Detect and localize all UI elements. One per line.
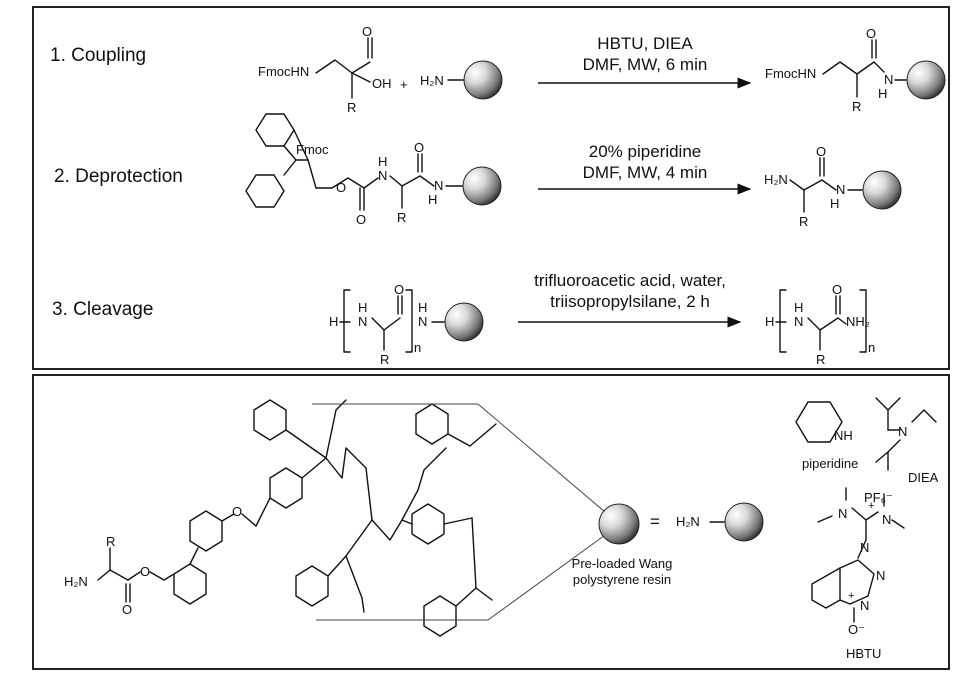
cleavage-product-repeat-n: n [868, 340, 876, 355]
coupling-product-fmochn: FmocHN [765, 66, 817, 81]
coupling-reagents-line1: HBTU, DIEA [597, 34, 693, 53]
resin-bead-large [598, 503, 640, 545]
cleavage-product [775, 289, 867, 353]
step-label-cleavage: 3. Cleavage [52, 299, 154, 320]
coupling-oh-label: OH [372, 76, 392, 91]
cleavage-reactant-r: R [380, 352, 390, 367]
cleavage-reactant-h: H [329, 314, 339, 329]
deprotection-reagents-line2: DMF, MW, 4 min [582, 163, 708, 182]
cleavage-reagents-line2: triisopropylsilane, 2 h [550, 292, 710, 311]
deprotection-product-o: O [816, 144, 827, 159]
step-label-deprotection: 2. Deprotection [54, 166, 183, 187]
hbtu-n-triazole-1: N [860, 540, 870, 555]
diea-name: DIEA [908, 470, 939, 485]
cleavage-product-r: R [816, 352, 826, 367]
hbtu-n-left: N [838, 506, 848, 521]
coupling-product-carbonyl-o: O [866, 26, 877, 41]
hbtu-n-right: N [882, 512, 892, 527]
cleavage-product-nh2: NH₂ [846, 314, 870, 329]
coupling-product-amide-h: H [878, 86, 888, 101]
wang-linker [97, 467, 303, 605]
coupling-reactant-amino-acid [315, 37, 373, 99]
diea-n-label: N [898, 424, 908, 439]
resin-equals-sign: = [650, 512, 660, 531]
coupling-h2n-label: H₂N [420, 73, 444, 88]
wang-linker-ester-o: O [140, 564, 151, 579]
deprotection-reactant-o: O [414, 140, 425, 155]
coupling-bead-reactant [447, 60, 503, 100]
coupling-product-r: R [852, 99, 862, 114]
resin-h2n-label: H₂N [676, 514, 700, 529]
wang-linker-carbonyl-o: O [122, 602, 133, 617]
deprotection-product-amide-h: H [830, 196, 840, 211]
coupling-plus-sign: + [400, 77, 408, 92]
coupling-product [822, 39, 946, 100]
wang-linker-h2n: H₂N [64, 574, 88, 589]
fmoc-carbamate-chain [315, 153, 502, 211]
resin-bead-equivalent [709, 502, 764, 542]
diea-structure [875, 397, 937, 471]
hbtu-n-triazole-2: N [876, 568, 886, 583]
deprotection-reactant-amide-n: N [434, 178, 444, 193]
hbtu-o-minus: O⁻ [848, 622, 865, 637]
coupling-fmochn-label: FmocHN [258, 64, 310, 79]
carbamate-n: N [378, 168, 388, 183]
fluorenyl-group [245, 113, 317, 208]
polystyrene-backbone [253, 399, 497, 637]
resin-caption-line1: Pre-loaded Wang [571, 556, 673, 571]
hbtu-pf6-label: PF₆⁻ [864, 490, 893, 505]
cleavage-reactant-o: O [394, 282, 405, 297]
deprotection-product-h2n: H₂N [764, 172, 788, 187]
cleavage-product-o: O [832, 282, 843, 297]
carbamate-carbonyl-o: O [356, 212, 367, 227]
hbtu-name: HBTU [846, 646, 882, 661]
cleavage-reagents-line1: trifluoroacetic acid, water, [534, 271, 726, 290]
step-label-coupling: 1. Coupling [50, 45, 147, 66]
cleavage-reactant-repeat-n: n [414, 340, 422, 355]
cleavage-product-nh-n: N [794, 314, 804, 329]
wang-linker-ether-o: O [232, 504, 243, 519]
coupling-carbonyl-o: O [362, 24, 373, 39]
resin-caption-line2: polystyrene resin [572, 572, 672, 587]
deprotection-product-amide-n: N [836, 182, 846, 197]
hbtu-n-triazole-3: N [860, 598, 870, 613]
hbtu-plus-charge: + [868, 500, 875, 512]
cleavage-reactant-nh-n: N [358, 314, 368, 329]
deprotection-reagents-line1: 20% piperidine [588, 142, 702, 161]
deprotection-product-r: R [799, 214, 809, 229]
deprotection-product [789, 157, 902, 213]
deprotection-reactant-amide-h: H [428, 192, 438, 207]
piperidine-nh-label: NH [834, 428, 853, 443]
cleavage-reactant-amide-n: N [418, 314, 428, 329]
deprotection-reactant-r: R [397, 210, 407, 225]
carbamate-o: O [336, 180, 347, 195]
cleavage-product-h: H [765, 314, 775, 329]
piperidine-structure [795, 401, 843, 443]
cleavage-reactant-nh-h: H [358, 300, 368, 315]
cleavage-reactant-amide-h: H [418, 300, 428, 315]
carbamate-h: H [378, 154, 388, 169]
wang-linker-r: R [106, 534, 116, 549]
piperidine-name: piperidine [802, 456, 859, 471]
cleavage-peptide-on-resin [339, 289, 484, 353]
coupling-product-amide-n: N [884, 72, 894, 87]
fmoc-label: Fmoc [296, 142, 329, 157]
coupling-side-chain-r: R [347, 100, 357, 115]
magnification-lens [312, 403, 613, 621]
coupling-reagents-line2: DMF, MW, 6 min [582, 55, 708, 74]
hbtu-structure [811, 487, 905, 623]
hbtu-plus-triazole: + [848, 590, 855, 602]
cleavage-product-nh-h: H [794, 300, 804, 315]
